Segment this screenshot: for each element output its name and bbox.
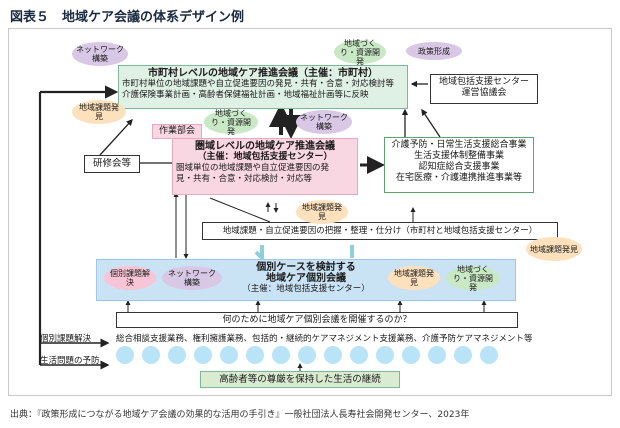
person-circle (246, 346, 264, 364)
projects-line1: 介護予防・日常生活支援総合事業 (391, 140, 527, 150)
oval-community-low: 地域づくり・資源開発 (446, 265, 500, 292)
sphere-line2: 見・共有・合意・対応検討・対応等 (176, 174, 313, 184)
person-circle (142, 346, 160, 364)
oval-community-mid: 地域づくり・資源開発 (204, 109, 258, 136)
center-council-box: 地域包括支援センター 運営協議会 (430, 74, 538, 104)
individual-heading: 個別ケースを検討する (256, 262, 356, 273)
oval-discover-right: 地域課題発見 (526, 237, 582, 261)
training-box: 研修会等 (84, 155, 140, 173)
oval-discover-left: 地域課題発見 (72, 100, 126, 124)
person-circle (428, 346, 446, 364)
goal-box: 高齢者等の尊厳を保持した生活の継続 (200, 371, 400, 388)
sphere-sub: （主催：地域包括支援センター） (197, 152, 333, 162)
projects-line2: 生活支援体制整備事業 (413, 151, 504, 161)
person-circle (298, 346, 316, 364)
source-caption: 出典：『政策形成につながる地域ケア会議の効果的な活用の手引き』一般社団法人長寿社… (10, 410, 470, 420)
person-circle (402, 346, 420, 364)
figure-title: 図表５ 地域ケア会議の体系デザイン例 (10, 10, 245, 25)
person-circle (480, 346, 498, 364)
person-circle (454, 346, 472, 364)
projects-box: 介護予防・日常生活支援総合事業 生活支援体制整備事業 認知症総合支援事業 在宅医… (384, 137, 534, 193)
individual-line2: （主催：地域包括支援センター） (242, 284, 370, 294)
oval-policy: 政策形成 (406, 42, 462, 60)
oval-community-top: 地域づくり・資源開発 (334, 39, 386, 66)
purpose-box: 何のために地域ケア個別会議を開催するのか？ (116, 312, 518, 328)
person-circle (194, 346, 212, 364)
working-group-label: 作業部会 (152, 124, 202, 139)
label-individual-solve: 個別課題解決 (40, 334, 92, 344)
individual-line1: 地域ケア個別会議 (266, 273, 346, 284)
oval-network-low: ネットワーク構築 (162, 266, 222, 290)
projects-line4: 在宅医療・介護連携推進事業等 (395, 173, 522, 183)
organize-box: 地域課題・自立促進要因の把握・整理・仕分け（市町村と地域包括支援センター） (202, 222, 558, 240)
services-text: 総合相談支援業務、権利擁護業務、包括的・継続的ケアマネジメント支援業務、介護予防… (116, 334, 533, 344)
sphere-heading: 圏域レベルの地域ケア推進会議 (195, 141, 335, 152)
person-circle (168, 346, 186, 364)
oval-discover-mid: 地域課題発見 (296, 200, 348, 224)
person-circle (324, 346, 342, 364)
projects-line3: 認知症総合支援事業 (418, 162, 500, 172)
municipal-council-box: 市町村レベルの地域ケア推進会議（主催：市町村） 市町村単位の地域課題や自立促進要… (118, 65, 408, 109)
center-council-line1: 地域包括支援センター (438, 77, 529, 87)
oval-discover-low: 地域課題発見 (388, 266, 440, 290)
oval-network-mid: ネットワーク構築 (296, 110, 352, 134)
person-circle (220, 346, 238, 364)
municipal-line1: 市町村単位の地域課題や自立促進要因の発見・共有・合意・対応検討等 (122, 79, 395, 89)
sphere-council-box: 圏域レベルの地域ケア推進会議 （主催：地域包括支援センター） 圏域単位の地域課題… (172, 138, 358, 195)
center-council-line2: 運営協議会 (461, 88, 507, 98)
oval-network-top: ネットワーク構築 (72, 42, 128, 66)
people-circles-row (116, 346, 516, 364)
person-circle (272, 346, 290, 364)
person-circle (116, 346, 134, 364)
label-life-prevent: 生活問題の予防 (40, 356, 100, 366)
oval-individual-solve: 個別課題解決 (104, 266, 156, 290)
person-circle (376, 346, 394, 364)
sphere-line1: 圏域単位の地域課題や自立促進要因の発 (176, 163, 330, 173)
municipal-heading: 市町村レベルの地域ケア推進会議（主催：市町村） (148, 68, 378, 79)
person-circle (350, 346, 368, 364)
municipal-line2: 介護保険事業計画・高齢者保健福祉計画・地域福祉計画等に反映 (122, 90, 369, 100)
